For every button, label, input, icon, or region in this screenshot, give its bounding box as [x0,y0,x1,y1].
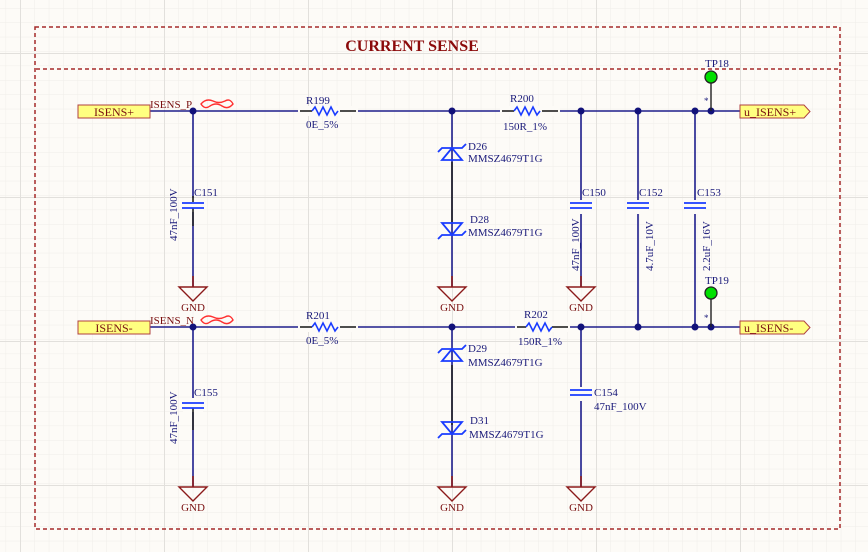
refdes-TP18: TP18 [705,58,729,70]
refdes-R200: R200 [510,93,534,105]
value-C152: 4.7uF_10V [644,221,656,271]
capacitor-C150[interactable]: C150 47nF_100V [570,187,606,271]
refdes-C154: C154 [594,387,618,399]
value-C154: 47nF_100V [594,401,647,413]
value-D29: MMSZ4679T1G [468,357,543,369]
capacitor-C153[interactable]: C153 2.2uF_16V [684,187,721,271]
svg-text:GND: GND [569,302,593,314]
sheet-border [34,26,841,530]
refdes-C152: C152 [639,187,663,199]
svg-text:*: * [704,313,709,323]
resistor-R200[interactable]: R200 150R_1% [503,93,547,133]
resistor-symbol-icon [311,321,339,333]
value-R200: 150R_1% [503,121,547,133]
value-D28: MMSZ4679T1G [468,227,543,239]
gnd-icon: GND [177,476,209,514]
gnd-icon: GND [565,476,597,514]
gnd-symbols: GND GND GND GND GND GND [177,276,597,514]
net-label-text: ISENS_N [150,315,194,327]
port-isens-minus[interactable]: ISENS- [77,320,151,335]
refdes-C153: C153 [697,187,721,199]
value-R201: 0E_5% [306,335,338,347]
gnd-icon: GND [436,276,468,314]
lead-stubs [300,110,568,328]
zener-diode-icon [437,222,467,240]
svg-text:GND: GND [440,502,464,514]
testpoint-icon [704,286,718,300]
error-marker-icon [200,99,234,109]
refdes-R201: R201 [306,310,330,322]
resistor-symbol-icon [513,105,541,117]
refdes-D31: D31 [470,415,489,427]
zener-D28[interactable]: D28 MMSZ4679T1G [437,214,543,240]
resistor-R199[interactable]: R199 0E_5% [306,95,339,131]
gnd-icon: GND [436,476,468,514]
net-label-text: ISENS_P [150,99,192,111]
gnd-icon: GND [565,276,597,314]
svg-text:GND: GND [181,302,205,314]
port-label: u_ISENS- [744,321,793,335]
port-u-isens-minus[interactable]: u_ISENS- [739,320,811,335]
zener-diode-icon [437,143,467,161]
port-label: ISENS- [95,321,132,335]
refdes-D26: D26 [468,141,487,153]
refdes-D29: D29 [468,343,487,355]
junctions [189,107,715,331]
net-label-isens-n[interactable]: ISENS_N [150,315,234,327]
capacitor-C155[interactable]: C155 47nF_100V [168,387,218,444]
error-marker-icon [200,315,234,325]
zener-D29[interactable]: D29 MMSZ4679T1G [437,343,543,425]
resistor-R202[interactable]: R202 150R_1% [518,309,562,348]
resistor-symbol-icon [311,105,339,117]
testpoint-icon [704,70,718,84]
sheet-title: CURRENT SENSE [345,38,479,55]
zener-diode-icon [437,421,467,439]
net-label-isens-p[interactable]: ISENS_P [150,99,234,111]
zener-D31[interactable]: D31 MMSZ4679T1G [437,415,544,441]
capacitor-C152[interactable]: C152 4.7uF_10V [627,187,663,271]
port-label: ISENS+ [94,105,134,119]
resistor-symbol-icon [525,321,553,333]
value-R199: 0E_5% [306,119,338,131]
capacitor-C151[interactable]: C151 47nF_100V [168,187,218,241]
refdes-C150: C150 [582,187,606,199]
refdes-TP19: TP19 [705,275,729,287]
zener-diode-icon [437,344,467,362]
value-C155: 47nF_100V [168,391,180,444]
refdes-D28: D28 [470,214,489,226]
zener-D26[interactable]: D26 MMSZ4679T1G [437,141,543,222]
value-D31: MMSZ4679T1G [469,429,544,441]
refdes-R199: R199 [306,95,330,107]
testpoint-TP19[interactable]: * TP19 [704,275,729,327]
port-label: u_ISENS+ [744,105,796,119]
value-C153: 2.2uF_16V [701,221,713,271]
svg-text:GND: GND [440,302,464,314]
resistor-R201[interactable]: R201 0E_5% [306,310,339,347]
value-C151: 47nF_100V [168,188,180,241]
capacitor-C154[interactable]: C154 47nF_100V [570,387,647,413]
svg-text:GND: GND [569,502,593,514]
refdes-R202: R202 [524,309,548,321]
testpoint-TP18[interactable]: * TP18 [704,58,729,111]
svg-text:*: * [704,96,709,106]
refdes-C151: C151 [194,187,218,199]
port-u-isens-plus[interactable]: u_ISENS+ [739,104,811,119]
gnd-icon: GND [177,276,209,314]
port-isens-plus[interactable]: ISENS+ [77,104,151,119]
svg-text:GND: GND [181,502,205,514]
refdes-C155: C155 [194,387,218,399]
value-D26: MMSZ4679T1G [468,153,543,165]
value-R202: 150R_1% [518,336,562,348]
value-C150: 47nF_100V [570,218,582,271]
